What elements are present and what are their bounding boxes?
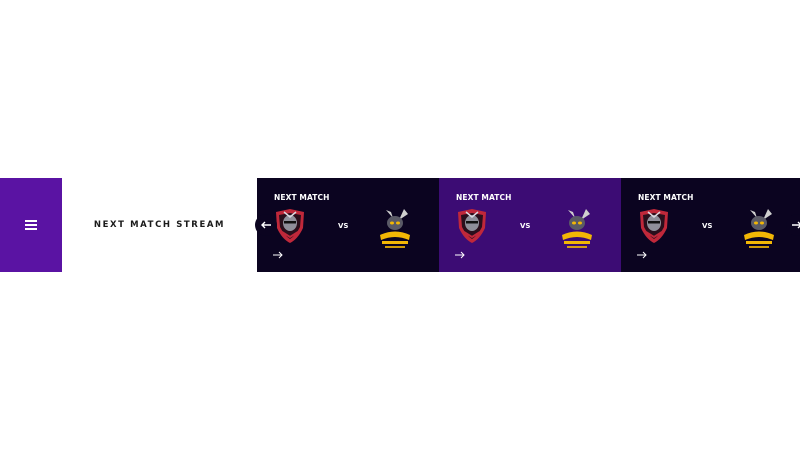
match-card[interactable]: NEXT MATCH VS — [621, 178, 800, 272]
section-title: NEXT MATCH STREAM — [93, 220, 226, 230]
carousel-prev-button[interactable] — [255, 214, 277, 236]
arrow-right-icon — [792, 221, 800, 229]
arrow-right-icon[interactable] — [637, 251, 647, 259]
knight-shield-logo-icon — [276, 209, 304, 243]
arrow-right-icon[interactable] — [455, 251, 465, 259]
next-match-bar: NEXT MATCH STREAM NEXT MATCH VS — [0, 178, 800, 272]
match-carousel: NEXT MATCH VS — [257, 178, 800, 272]
carousel-next-button[interactable] — [786, 214, 800, 236]
card-title: NEXT MATCH — [456, 193, 512, 202]
hamburger-icon — [25, 220, 37, 230]
arrow-left-icon — [261, 221, 271, 229]
hornet-gaming-logo-icon — [380, 209, 410, 248]
knight-shield-logo-icon — [458, 209, 486, 243]
menu-button[interactable] — [0, 178, 62, 272]
match-card-active[interactable]: NEXT MATCH VS — [439, 178, 621, 272]
arrow-right-icon[interactable] — [273, 251, 283, 259]
vs-label: VS — [702, 222, 713, 230]
hornet-gaming-logo-icon — [562, 209, 592, 248]
vs-label: VS — [520, 222, 531, 230]
match-card[interactable]: NEXT MATCH VS — [257, 178, 439, 272]
card-title: NEXT MATCH — [638, 193, 694, 202]
knight-shield-logo-icon — [640, 209, 668, 243]
vs-label: VS — [338, 222, 349, 230]
card-title: NEXT MATCH — [274, 193, 330, 202]
hornet-gaming-logo-icon — [744, 209, 774, 248]
